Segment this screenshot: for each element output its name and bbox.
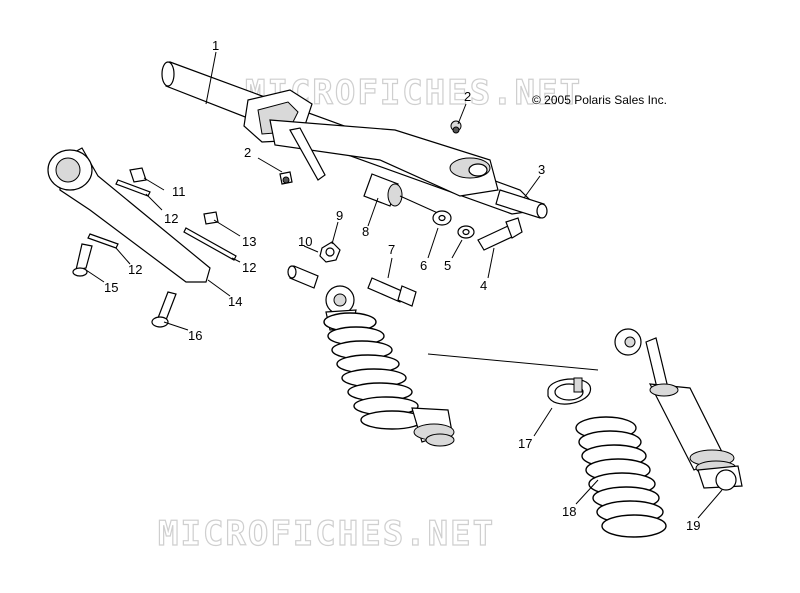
nut-part-9 [319,241,341,263]
callout-10: 10 [298,234,312,249]
pin-part-12a [115,179,151,197]
callout-3: 3 [538,162,545,177]
callout-2-lower: 2 [244,145,251,160]
shock-coil-left [323,312,424,430]
callout-1: 1 [212,38,219,53]
pin-part-12b [183,227,237,261]
bolt-part-4 [477,217,523,251]
insert-part-13 [203,211,219,225]
callout-11: 11 [172,184,186,199]
shock-body-part-19 [614,328,743,491]
spacer-part-10 [287,265,319,289]
callout-2-upper: 2 [464,89,471,104]
torque-arm-part-1 [161,61,542,215]
insert-part-11 [129,167,147,183]
callout-16: 16 [188,328,202,343]
spring-part-18 [575,416,667,538]
callout-18: 18 [562,504,576,519]
callout-12-right: 12 [242,260,256,275]
callout-12-upper: 12 [164,211,178,226]
callout-13: 13 [242,234,256,249]
callout-15: 15 [104,280,118,295]
callout-7: 7 [388,242,395,257]
grease-fitting-part-2b [279,171,293,185]
grease-fitting-part-2a [450,120,462,134]
callout-4: 4 [480,278,487,293]
bolt-part-16 [151,291,177,328]
callout-5: 5 [444,258,451,273]
callout-17: 17 [518,436,532,451]
lever-arm-part-14 [47,147,211,283]
callout-6: 6 [420,258,427,273]
callout-9: 9 [336,208,343,223]
callout-14: 14 [228,294,242,309]
callout-19: 19 [686,518,700,533]
shaft-part-3 [495,189,548,219]
watermark-bottom: MICROFICHES.NET [158,514,495,554]
bolt-part-7 [367,277,417,307]
shock-assembly-left [323,285,455,447]
callout-12-left: 12 [128,262,142,277]
bolt-part-15 [72,243,93,277]
callout-8: 8 [362,224,369,239]
sleeve-part-8 [363,173,403,207]
copyright-text: © 2005 Polaris Sales Inc. [532,93,667,107]
spring-retainer-part-17 [547,377,591,405]
